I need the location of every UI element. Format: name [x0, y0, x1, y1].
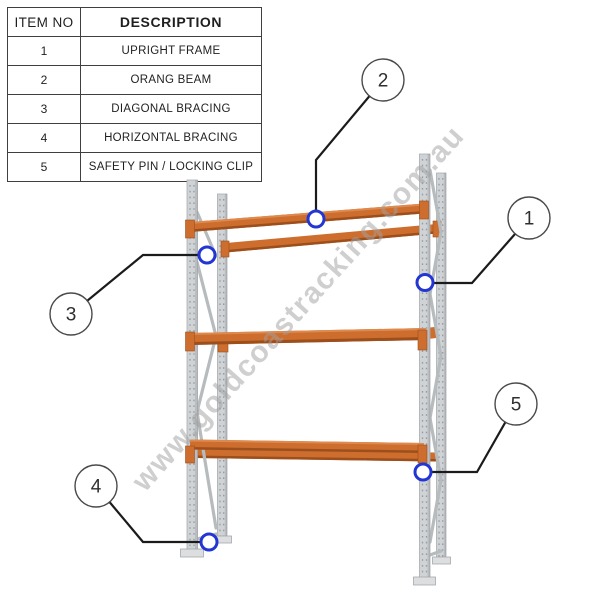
- callout-1: 1: [507, 196, 551, 240]
- leader-line-3: [85, 253, 200, 303]
- item-description: SAFETY PIN / LOCKING CLIP: [80, 152, 262, 182]
- upright-front-right-post: [413, 153, 436, 586]
- item-description: ORANG BEAM: [80, 65, 262, 95]
- leader-line-1: [432, 232, 517, 285]
- item-description: DIAGONAL BRACING: [80, 94, 262, 124]
- diagonal-bracing-right: [428, 168, 443, 557]
- item-no: 2: [7, 65, 81, 95]
- upright-back-left-post: [212, 193, 232, 544]
- callout-2-label: 2: [378, 71, 389, 92]
- callout-4: 4: [74, 464, 118, 508]
- leader-line-2: [314, 94, 372, 212]
- beam-level-middle: [185, 328, 428, 352]
- target-marker-5: [413, 462, 433, 482]
- leader-line-4: [107, 500, 202, 544]
- diagonal-bracing-left: [195, 210, 218, 530]
- callout-3-label: 3: [66, 305, 77, 326]
- parts-table: ITEM NO DESCRIPTION 1 UPRIGHT FRAME 2 OR…: [7, 7, 262, 182]
- table-row: 1 UPRIGHT FRAME: [7, 36, 262, 66]
- upright-back-right-post: [432, 172, 451, 565]
- item-description: HORIZONTAL BRACING: [80, 123, 262, 153]
- header-description: DESCRIPTION: [80, 7, 262, 37]
- table-header-row: ITEM NO DESCRIPTION: [7, 7, 262, 37]
- leader-lines: [85, 94, 517, 544]
- callout-5-label: 5: [511, 395, 522, 416]
- item-no: 3: [7, 94, 81, 124]
- target-marker-3: [197, 245, 217, 265]
- callout-3: 3: [49, 292, 93, 336]
- item-no: 5: [7, 152, 81, 182]
- callout-2: 2: [361, 58, 405, 102]
- callout-1-label: 1: [524, 209, 535, 230]
- upright-front-left-post: [180, 179, 204, 558]
- leader-line-5: [430, 420, 508, 474]
- table-row: 5 SAFETY PIN / LOCKING CLIP: [7, 152, 262, 182]
- target-marker-4: [199, 532, 219, 552]
- table-row: 2 ORANG BEAM: [7, 65, 262, 95]
- beam-level-bottom: [185, 439, 428, 464]
- target-marker-1: [415, 273, 435, 292]
- target-marker-2: [306, 209, 326, 229]
- callout-4-label: 4: [91, 477, 102, 498]
- back-beams: [196, 220, 442, 462]
- callout-5: 5: [494, 382, 538, 426]
- header-item-no: ITEM NO: [7, 7, 81, 37]
- item-description: UPRIGHT FRAME: [80, 36, 262, 66]
- table-row: 4 HORIZONTAL BRACING: [7, 123, 262, 153]
- table-row: 3 DIAGONAL BRACING: [7, 94, 262, 124]
